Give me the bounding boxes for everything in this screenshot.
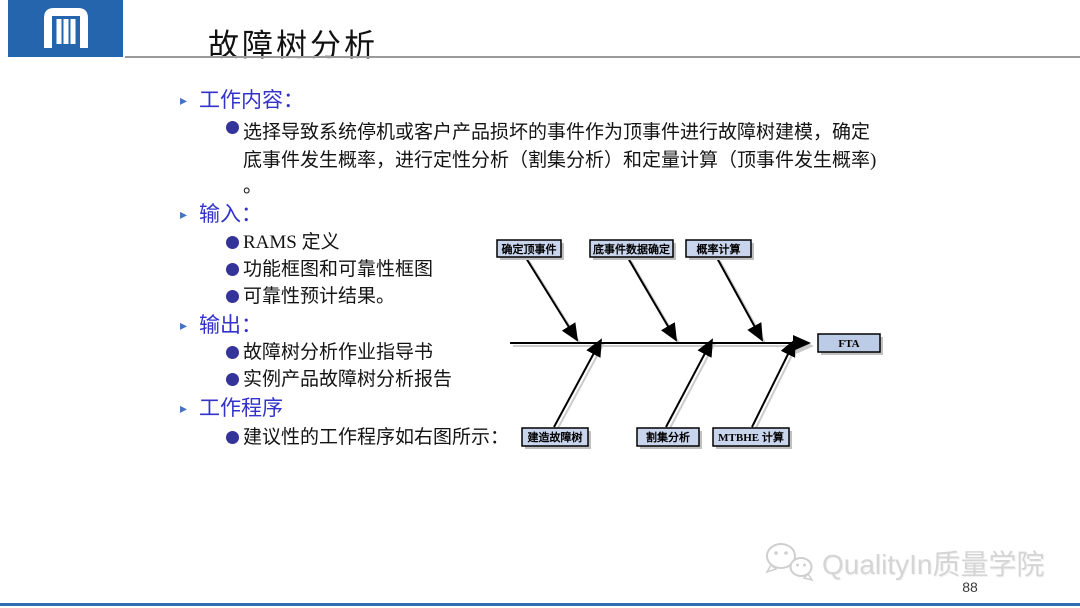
company-logo [8,0,123,57]
step-label: 建造故障树 [528,430,583,444]
branch-arrow-top-1 [525,257,579,342]
heading-label: 工作内容： [199,88,305,112]
circle-bullet-icon [226,290,239,303]
branch-arrow-bottom-1 [553,338,602,428]
list-item-label: 建议性的工作程序如右图所示： [243,427,510,448]
branch-arrow-bottom-2 [665,338,713,428]
list-item-label: RAMS 定义 [243,232,340,253]
list-item-label: 实例产品故障树分析报告 [243,369,453,390]
heading-label: 工作程序 [199,396,284,420]
step-label: 底事件数据确定 [593,242,670,256]
section-heading-input: ▸ 输入： [180,198,262,228]
list-item: 建议性的工作程序如右图所示： [226,422,509,449]
step-box-bottom-1: 建造故障树 [521,427,591,449]
wechat-icon [765,543,814,582]
work-desc-line2: 底事件发生概率，进行定性分析（割集分析）和定量计算（顶事件发生概率) [243,150,877,171]
step-box-top-3: 概率计算 [685,239,754,260]
list-item-label: 故障树分析作业指导书 [243,342,434,363]
step-label: 概率计算 [697,242,741,256]
work-desc-line3: 。 [243,176,263,197]
list-item: 故障树分析作业指导书 [226,337,433,364]
circle-bullet-icon [226,121,239,134]
circle-bullet-icon [226,263,239,276]
list-item-label: 功能框图和可靠性框图 [243,259,434,280]
gate-columns-icon [44,8,88,48]
branch-arrow-top-2 [627,257,678,342]
branch-arrow-bottom-3 [751,338,796,428]
step-box-bottom-3: MTBHE 计算 [712,427,792,449]
section-heading-output: ▸ 输出： [180,309,262,339]
heading-label: 输出： [199,313,263,337]
section-heading-work: ▸ 工作内容： [180,84,304,114]
circle-bullet-icon [226,236,239,249]
diagram-shadows [513,260,814,431]
triangle-bullet-icon: ▸ [180,93,188,109]
list-item: 功能框图和可靠性框图 [226,254,433,281]
result-label: FTA [838,338,859,350]
triangle-bullet-icon: ▸ [180,401,188,417]
step-label: 割集分析 [646,430,690,444]
work-desc-line1: 选择导致系统停机或客户产品损坏的事件作为顶事件进行故障树建模，确定 [243,122,871,143]
circle-bullet-icon [226,431,239,444]
title-divider [125,56,1080,58]
result-box-fta: FTA [817,333,883,355]
step-label: MTBHE 计算 [718,430,784,444]
step-box-top-2: 底事件数据确定 [589,239,676,260]
heading-label: 输入： [199,202,263,226]
triangle-bullet-icon: ▸ [180,207,188,223]
fishbone-diagram: 确定顶事件 底事件数据确定 概率计算 FTA 建造故障树 割集分析 [496,239,883,449]
step-box-bottom-2: 割集分析 [636,427,702,449]
step-box-top-1: 确定顶事件 [496,239,564,260]
branch-arrow-top-3 [716,257,763,342]
bottom-accent-bar [0,603,1080,606]
list-item-label: 可靠性预计结果。 [243,286,396,307]
triangle-bullet-icon: ▸ [180,318,188,334]
circle-bullet-icon [226,346,239,359]
page-number: 88 [962,579,978,595]
page-title: 故障树分析 [208,28,378,63]
list-item: 实例产品故障树分析报告 [226,364,452,391]
list-item: RAMS 定义 [226,227,340,254]
circle-bullet-icon [226,373,239,386]
list-item: 可靠性预计结果。 [226,281,395,308]
step-label: 确定顶事件 [502,242,557,256]
brand-watermark: QualityIn质量学院 [822,549,1045,580]
section-heading-procedure: ▸ 工作程序 [180,392,283,422]
